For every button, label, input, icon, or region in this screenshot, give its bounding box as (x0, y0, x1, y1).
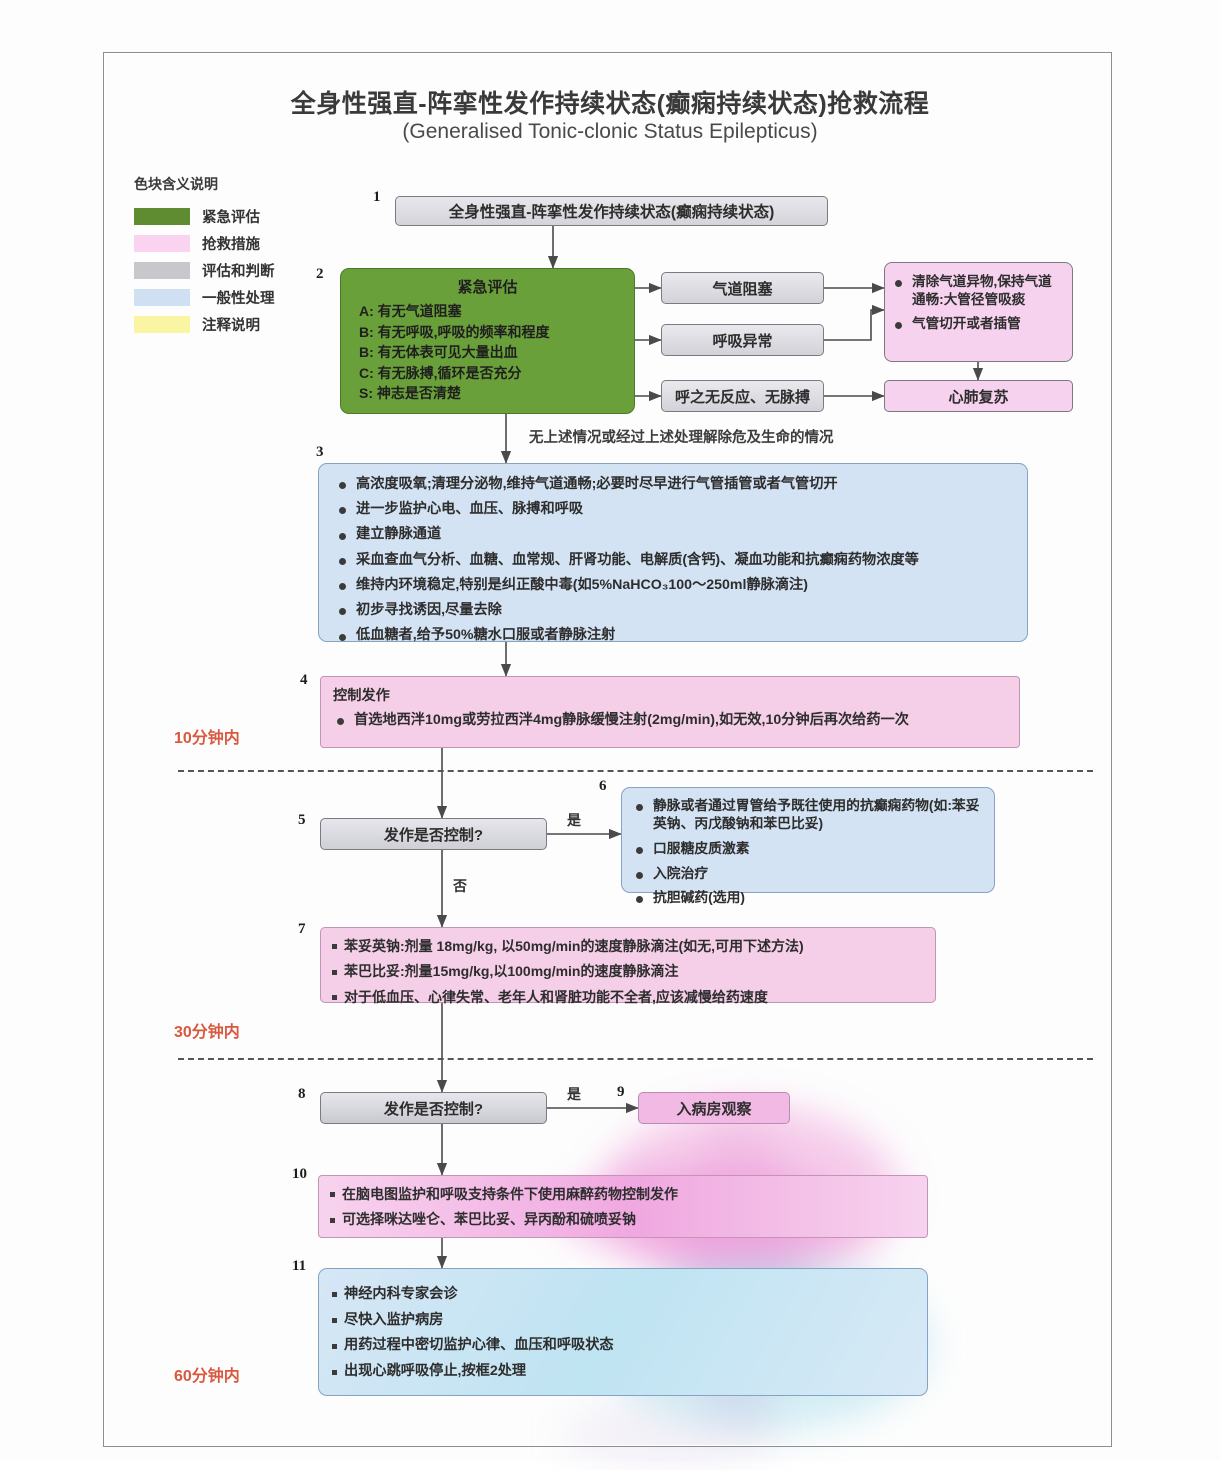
node-number-10: 10 (292, 1166, 307, 1182)
node-number-2: 2 (316, 266, 324, 282)
node-3-general-handling[interactable]: 高浓度吸氧;清理分泌物,维持气道通畅;必要时尽早进行气管插管或者气管切开 进一步… (318, 463, 1028, 645)
node-10-item: 在脑电图监护和呼吸支持条件下使用麻醉药物控制发作 (329, 1185, 917, 1203)
phase-divider-30min (178, 1058, 1093, 1060)
legend-heading: 色块含义说明 (134, 176, 218, 192)
node-8-text: 发作是否控制? (383, 1100, 484, 1118)
node-unresponsive-no-pulse-text: 呼之无反应、无脉搏 (674, 388, 810, 406)
node-6-item: 口服糖皮质激素 (632, 840, 984, 858)
node-abnormal-breathing[interactable]: 呼吸异常 (661, 324, 824, 356)
legend-swatch (134, 208, 190, 225)
node-5-decision-seizure-controlled[interactable]: 发作是否控制? (320, 818, 547, 850)
node-10-anesthetic-control[interactable]: 在脑电图监护和呼吸支持条件下使用麻醉药物控制发作 可选择咪达唑仑、苯巴比妥、异丙… (318, 1175, 928, 1238)
legend-swatch (134, 235, 190, 252)
node-unresponsive-no-pulse[interactable]: 呼之无反应、无脉搏 (661, 380, 824, 412)
node-3-item: 建立静脉通道 (335, 525, 1013, 544)
page-title-cn: 全身性强直-阵挛性发作持续状态(癫痫持续状态)抢救流程 (290, 90, 930, 118)
edge-label-5-no: 否 (453, 878, 467, 894)
page-border (103, 52, 1112, 1447)
time-marker-30min: 30分钟内 (174, 1024, 240, 1041)
node-7-item: 苯巴比妥:剂量15mg/kg,以100mg/min的速度静脉滴注 (331, 962, 925, 980)
node-3-item: 维持内环境稳定,特别是纠正酸中毒(如5%NaHCO₃100～250ml静脉滴注) (335, 576, 1013, 595)
phase-divider-10min (178, 770, 1093, 772)
legend-swatch (134, 262, 190, 279)
node-3-item: 进一步监护心电、血压、脉搏和呼吸 (335, 500, 1013, 519)
node-7-item: 对于低血压、心律失常、老年人和肾脏功能不全者,应该减慢给药速度 (331, 988, 925, 1006)
node-clear-airway-item: 气管切开或者插管 (891, 315, 1063, 333)
node-number-6: 6 (599, 778, 607, 794)
node-6-item: 静脉或者通过胃管给予既往使用的抗癫痫药物(如:苯妥英钠、丙戊酸钠和苯巴比妥) (632, 797, 984, 833)
node-number-3: 3 (316, 444, 324, 460)
node-11-item: 尽快入监护病房 (331, 1311, 917, 1330)
node-2-line-b2: B: 有无体表可见大量出血 (359, 344, 518, 361)
node-11-item: 神经内科专家会诊 (331, 1285, 917, 1304)
node-airway-obstruction-text: 气道阻塞 (712, 280, 773, 298)
node-2-line-a: A: 有无气道阻塞 (359, 303, 462, 319)
node-number-7: 7 (298, 921, 306, 937)
node-1-text: 全身性强直-阵挛性发作持续状态(癫痫持续状态) (448, 204, 775, 221)
node-7-item: 苯妥英钠:剂量 18mg/kg, 以50mg/min的速度静脉滴注(如无,可用下… (331, 937, 925, 955)
legend-label: 紧急评估 (202, 210, 260, 226)
node-10-item: 可选择咪达唑仑、苯巴比妥、异丙酚和硫喷妥钠 (329, 1210, 917, 1228)
legend-item-general-handling: 一般性处理 (134, 284, 344, 311)
edge-label-8-yes: 是 (567, 1086, 581, 1102)
node-2-line-c: C: 有无脉搏,循环是否充分 (359, 364, 522, 381)
legend: 色块含义说明 紧急评估 抢救措施 评估和判断 一般性处理 注释说明 (134, 174, 344, 338)
node-2-line-s: S: 神志是否清楚 (359, 385, 461, 402)
node-number-8: 8 (298, 1086, 306, 1102)
node-3-item: 低血糖者,给予50%糖水口服或者静脉注射 (335, 626, 1013, 645)
node-3-item: 高浓度吸氧;清理分泌物,维持气道通畅;必要时尽早进行气管插管或者气管切开 (335, 475, 1013, 494)
time-marker-10min: 10分钟内 (174, 730, 240, 747)
node-cpr-text: 心肺复苏 (948, 388, 1009, 406)
node-6-item: 抗胆碱药(选用) (632, 889, 984, 907)
node-1-diagnosis[interactable]: 全身性强直-阵挛性发作持续状态(癫痫持续状态) (395, 196, 828, 226)
node-number-11: 11 (292, 1258, 307, 1274)
node-abnormal-breathing-text: 呼吸异常 (712, 332, 773, 350)
node-9-text: 入病房观察 (676, 1100, 752, 1118)
node-4-heading: 控制发作 (333, 688, 390, 704)
legend-label: 一般性处理 (202, 291, 275, 307)
node-6-prior-antiepileptics[interactable]: 静脉或者通过胃管给予既往使用的抗癫痫药物(如:苯妥英钠、丙戊酸钠和苯巴比妥) 口… (621, 787, 995, 905)
node-number-4: 4 (300, 672, 308, 688)
node-5-text: 发作是否控制? (383, 826, 484, 844)
edge-label-5-yes: 是 (567, 812, 581, 828)
legend-item-assessment-judgement: 评估和判断 (134, 257, 344, 284)
node-3-item: 初步寻找诱因,尽量去除 (335, 601, 1013, 620)
legend-swatch (134, 316, 190, 333)
legend-label: 抢救措施 (202, 237, 260, 253)
node-11-icu-followup[interactable]: 神经内科专家会诊 尽快入监护病房 用药过程中密切监护心律、血压和呼吸状态 出现心… (318, 1268, 928, 1396)
node-11-item: 出现心跳呼吸停止,按框2处理 (331, 1362, 917, 1381)
legend-label: 注释说明 (202, 318, 260, 334)
node-clear-airway-item: 清除气道异物,保持气道通畅:大管径管吸痰 (891, 273, 1063, 309)
annotation-after-emergency: 无上述情况或经过上述处理解除危及生命的情况 (529, 430, 834, 446)
legend-swatch (134, 289, 190, 306)
legend-item-emergency-assessment: 紧急评估 (134, 203, 344, 230)
node-3-item: 采血查血气分析、血糖、血常规、肝肾功能、电解质(含钙)、凝血功能和抗癫痫药物浓度… (335, 551, 1013, 570)
node-2-heading: 紧急评估 (457, 279, 518, 296)
node-2-emergency-assessment[interactable]: 紧急评估 A: 有无气道阻塞 B: 有无呼吸,呼吸的频率和程度 B: 有无体表可… (340, 268, 635, 414)
legend-label: 评估和判断 (202, 264, 275, 280)
node-4-seizure-control[interactable]: 控制发作 首选地西泮10mg或劳拉西泮4mg静脉缓慢注射(2mg/min),如无… (320, 676, 1020, 748)
node-11-item: 用药过程中密切监护心律、血压和呼吸状态 (331, 1336, 917, 1355)
legend-item-note: 注释说明 (134, 311, 344, 338)
node-number-5: 5 (298, 812, 306, 828)
node-7-second-line-drugs[interactable]: 苯妥英钠:剂量 18mg/kg, 以50mg/min的速度静脉滴注(如无,可用下… (320, 927, 936, 1006)
node-number-1: 1 (373, 189, 381, 205)
node-number-9: 9 (617, 1084, 625, 1100)
node-9-ward-observation[interactable]: 入病房观察 (638, 1092, 790, 1124)
node-clear-airway-measures[interactable]: 清除气道异物,保持气道通畅:大管径管吸痰 气管切开或者插管 (884, 262, 1073, 362)
legend-item-rescue-measure: 抢救措施 (134, 230, 344, 257)
node-6-item: 入院治疗 (632, 865, 984, 883)
node-4-item: 首选地西泮10mg或劳拉西泮4mg静脉缓慢注射(2mg/min),如无效,10分… (333, 711, 1007, 730)
node-airway-obstruction[interactable]: 气道阻塞 (661, 272, 824, 304)
node-2-line-b1: B: 有无呼吸,呼吸的频率和程度 (359, 323, 550, 340)
page-title-en: (Generalised Tonic-clonic Status Epilept… (402, 120, 818, 143)
node-8-decision-seizure-controlled[interactable]: 发作是否控制? (320, 1092, 547, 1124)
node-cpr[interactable]: 心肺复苏 (884, 380, 1073, 412)
time-marker-60min: 60分钟内 (174, 1368, 240, 1385)
